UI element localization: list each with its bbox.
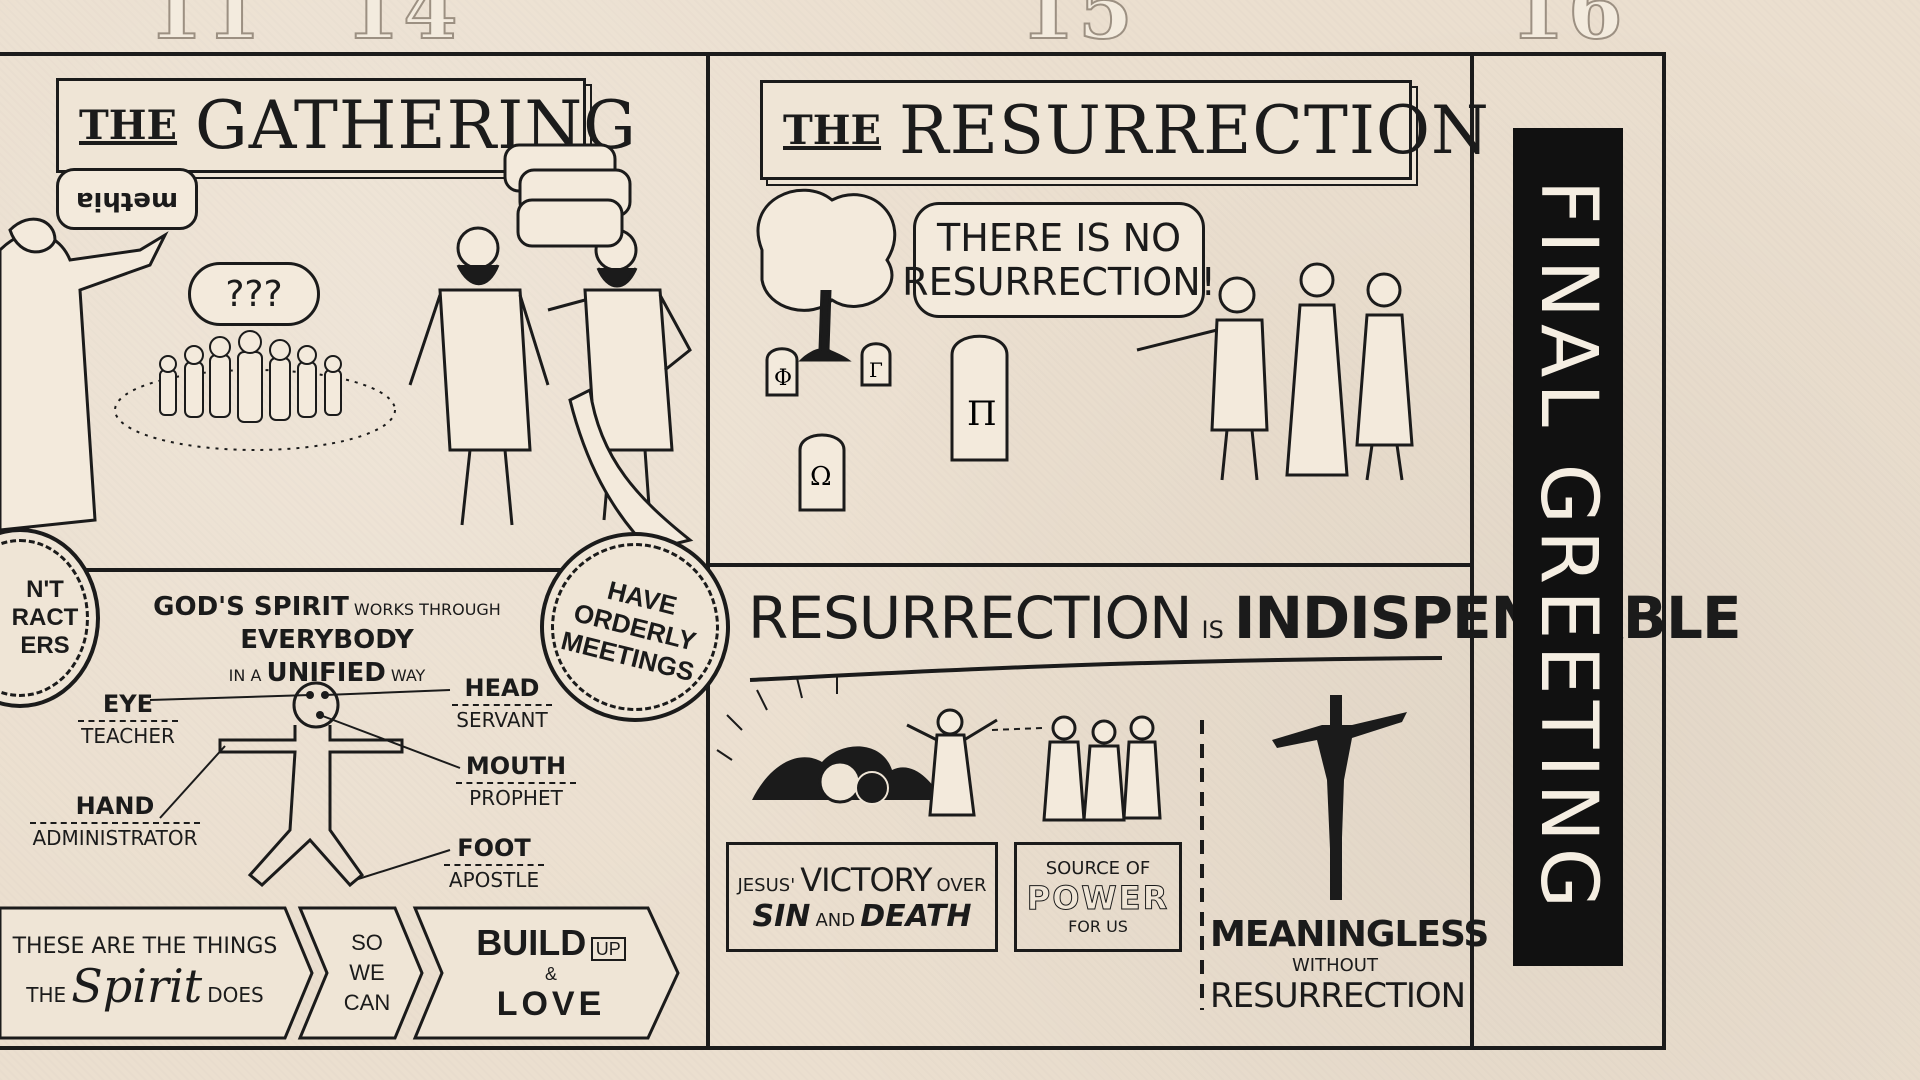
resurrection-title-the: THE — [783, 106, 882, 154]
power-source-of: SOURCE OF — [1045, 858, 1151, 879]
arrow2-text: SO WE CAN — [343, 930, 391, 1015]
indispensable-illustration — [716, 656, 1443, 1010]
tomb-letter-phi: Φ — [774, 366, 792, 391]
divider-horizontal-right — [708, 563, 1472, 567]
question-bubble: ??? — [188, 262, 320, 326]
arrow1-spirit: Spirit — [71, 958, 203, 1013]
arrow3-love: LOVE — [496, 985, 606, 1023]
banner-way: WAY — [390, 666, 426, 685]
meaningless-without: WITHOUT — [1292, 955, 1378, 976]
chapter-number-16: 16 — [1509, 0, 1627, 58]
divider-vertical-left — [706, 52, 710, 1050]
label-foot: FOOT APOSTLE — [444, 834, 544, 892]
body-figure — [149, 681, 461, 888]
label-head-role: SERVANT — [452, 704, 552, 732]
label-mouth: MOUTH PROPHET — [456, 752, 576, 810]
final-greeting-bar: FINAL GREETING — [1513, 128, 1623, 966]
divider-vertical-right — [1470, 52, 1474, 1050]
label-eye: EYE TEACHER — [78, 690, 178, 748]
label-mouth-part: MOUTH — [465, 752, 567, 780]
victory-over: OVER — [936, 874, 987, 896]
arrow-so-we-can: SO WE CAN — [332, 912, 402, 1034]
label-head-part: HEAD — [464, 674, 540, 702]
arrow3-up: UP — [590, 937, 626, 961]
banner-in-a: IN A — [228, 666, 262, 685]
victory-sin: SIN — [752, 898, 811, 934]
meaningless-word: MEANINGLESS — [1210, 914, 1489, 955]
arrow3-and: & — [544, 964, 557, 984]
banner-gods-spirit: GOD'S SPIRIT — [153, 592, 349, 622]
chapter-number-14: 14 — [344, 0, 462, 58]
indispensable-resurrection: RESURRECTION — [748, 584, 1193, 652]
meaningless-text: MEANINGLESS WITHOUT RESURRECTION — [1210, 914, 1489, 1016]
chevron-arrows — [0, 906, 680, 1040]
label-foot-role: APOSTLE — [444, 864, 544, 892]
victory-jesus: JESUS' — [737, 874, 796, 896]
label-eye-role: TEACHER — [78, 720, 178, 748]
chapter-number-15: 15 — [1019, 0, 1137, 58]
resurrection-illustration: Φ Γ Π Ω — [756, 188, 1414, 512]
mirrored-speech-bubble: ɐᴉɥʇǝɯ — [56, 168, 198, 230]
have-orderly-meetings-text: HAVE ORDERLY MEETINGS — [558, 574, 700, 688]
tomb-letter-omega: Ω — [810, 462, 832, 492]
victory-and: AND — [815, 909, 856, 931]
mirrored-speech-text: ɐᴉɥʇǝɯ — [75, 184, 179, 214]
meaningless-resurrection: RESURRECTION — [1210, 976, 1466, 1016]
arrow1-line1: THESE ARE THE THINGS — [12, 933, 278, 959]
spirit-banner: GOD'S SPIRIT WORKS THROUGH EVERYBODY IN … — [112, 592, 542, 691]
resurrection-title-word: RESURRECTION — [899, 91, 1490, 169]
gathering-illustration — [0, 143, 694, 552]
power-for-us: FOR US — [1068, 917, 1128, 936]
tomb-letter-gamma: Γ — [869, 358, 883, 382]
indispensable-word: INDISPENSABLE — [1233, 584, 1742, 652]
question-bubble-text: ??? — [225, 273, 283, 315]
chapter-number-11: 11 — [147, 0, 265, 58]
victory-word: VICTORY — [800, 860, 932, 899]
label-hand-role: ADMINISTRATOR — [30, 822, 200, 850]
arrow1-the: THE — [26, 982, 67, 1007]
resurrection-title: THE RESURRECTION — [760, 80, 1489, 180]
final-greeting-text: FINAL GREETING — [1523, 179, 1614, 915]
label-hand-part: HAND — [75, 792, 155, 820]
arrow1-does: DOES — [207, 982, 264, 1007]
tomb-letter-pi: Π — [967, 394, 997, 434]
no-resurrection-bubble: THERE IS NO RESURRECTION! — [902, 202, 1216, 318]
banner-unified: UNIFIED — [266, 658, 386, 688]
indispensable-is: IS — [1201, 616, 1224, 644]
label-foot-part: FOOT — [457, 834, 531, 862]
power-box: SOURCE OF POWER FOR US — [1014, 842, 1182, 952]
label-mouth-role: PROPHET — [456, 782, 576, 810]
indispensable-title: RESURRECTION IS INDISPENSABLE — [748, 584, 1742, 652]
no-resurrection-text: THERE IS NO RESURRECTION! — [902, 216, 1216, 304]
label-eye-part: EYE — [102, 690, 154, 718]
divider-horizontal-left — [0, 568, 708, 572]
gathering-title-the: THE — [79, 102, 178, 149]
label-hand: HAND ADMINISTRATOR — [30, 792, 200, 850]
banner-everybody: EVERYBODY — [240, 625, 414, 655]
seal-left-text: N'T RACT ERS — [11, 576, 79, 659]
label-head: HEAD SERVANT — [452, 674, 552, 732]
victory-box: JESUS' VICTORY OVER SIN AND DEATH — [726, 842, 998, 952]
outer-frame — [0, 52, 1666, 1050]
arrow3-build: BUILD — [476, 922, 587, 963]
arrow-build-up-love: BUILD UP & LOVE — [446, 912, 656, 1034]
arrow-spirit-does: THESE ARE THE THINGS THE Spirit DOES — [0, 912, 290, 1034]
banner-works-through: WORKS THROUGH — [353, 600, 501, 619]
victory-death: DEATH — [860, 898, 972, 934]
power-word: POWER — [1026, 879, 1170, 918]
